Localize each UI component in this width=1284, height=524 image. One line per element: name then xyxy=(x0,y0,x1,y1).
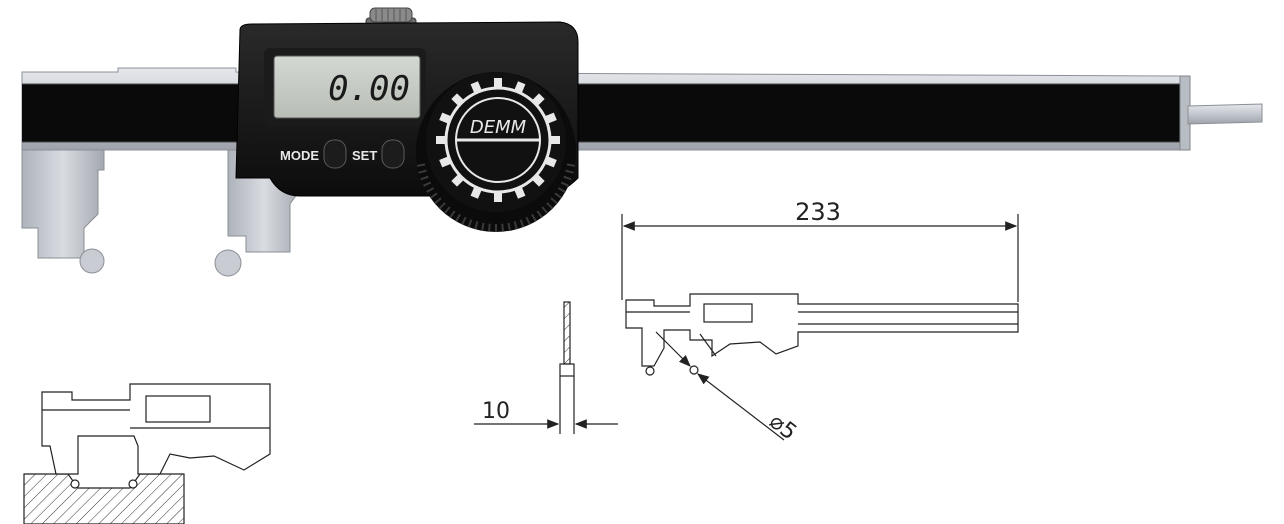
workpiece xyxy=(23,473,185,524)
dimension-drawing xyxy=(474,214,1019,441)
lcd-display: 0.00 xyxy=(264,48,426,126)
ball-diameter-leader-2 xyxy=(697,373,785,441)
logo-text: DEMM xyxy=(470,117,527,138)
mode-button-group[interactable]: MODE xyxy=(280,139,347,169)
depth-rod xyxy=(1187,103,1263,125)
usage-illustration xyxy=(23,383,271,524)
jaw-section-view xyxy=(559,301,575,434)
set-label: SET xyxy=(352,148,377,163)
overall-length-label: 233 xyxy=(795,198,841,226)
knurl-ticks xyxy=(417,163,575,232)
ball-diameter-label: ⌀5 xyxy=(764,409,801,445)
tip-thickness-label: 10 xyxy=(482,399,510,424)
digital-caliper: 0.00 MODE SET DEMM xyxy=(21,7,1263,277)
set-button[interactable] xyxy=(381,139,405,169)
caliper-outline-side xyxy=(625,293,1019,376)
fixed-jaw xyxy=(21,149,105,274)
set-button-group[interactable]: SET xyxy=(352,139,405,169)
thumb-wheel[interactable] xyxy=(369,7,413,23)
mode-button[interactable] xyxy=(323,139,347,169)
brand-logo: DEMM xyxy=(436,78,560,202)
lcd-reading: 0.00 xyxy=(328,69,410,109)
mode-label: MODE xyxy=(280,148,319,163)
caliper-beam xyxy=(21,67,1191,151)
ball-diameter-leader-1 xyxy=(655,331,691,367)
